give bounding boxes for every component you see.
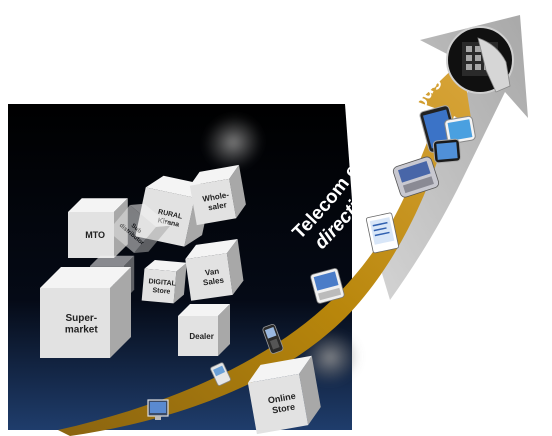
qwerty-phone-icon [310,268,345,304]
cube-label: MTO [85,230,105,240]
cube-label: Store [271,402,295,416]
device-timeline [147,26,514,420]
pda-icon [365,212,399,254]
cube-label: Store [152,287,171,296]
channel-cubes: MTORURALKiranaSubdistributorWhole-salerR… [40,164,321,435]
cube-label: Sales [202,275,225,287]
desktop-icon [147,399,169,420]
cube-label: Super- [65,313,97,324]
cube-label: Dealer [189,332,213,341]
blackberry-icon [392,156,440,198]
cube-dealer: Dealer [178,304,230,356]
cube-label: market [65,324,98,335]
cube-label: Kirana [157,217,180,228]
cube-mto: MTO [68,198,128,258]
cube-wholesaler: Whole-saler [189,164,246,226]
cube-supermarket: Super-market [40,267,131,358]
cube-label: Van [204,267,219,278]
cube-label: saler [207,200,227,212]
feature-phone-icon [262,323,284,354]
cube-label: DIGITAL [148,278,177,287]
cube-label: Online [267,391,296,406]
handset-icon [210,362,231,386]
hand-touch-icon [446,26,514,94]
tablet-icon [419,105,476,164]
